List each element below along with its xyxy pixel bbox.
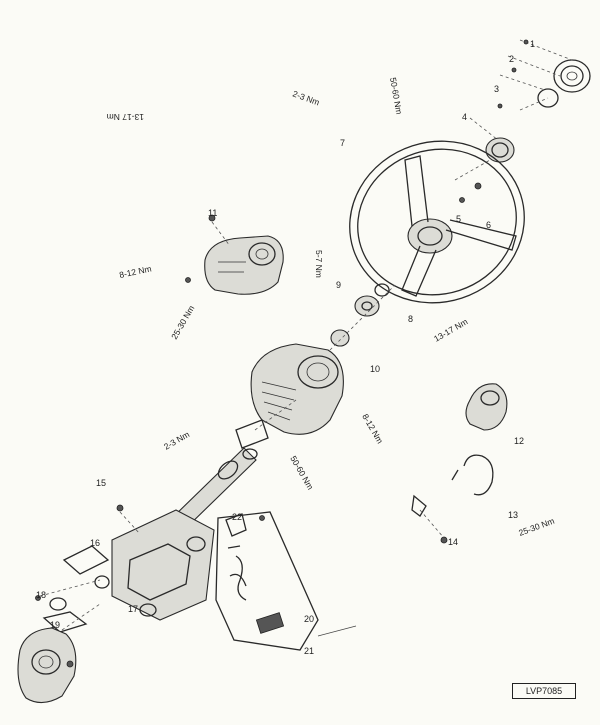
callout-21: 21 [304,646,314,656]
callout-labels: 1 2 3 4 5 6 7 8 9 10 11 12 13 14 15 16 1… [36,39,535,656]
callout-1: 1 [530,39,535,49]
steering-wheel [349,140,525,304]
callout-11: 11 [208,208,217,218]
switch-housing [185,214,284,295]
reference-note-1: 13-17 Nm [107,112,144,122]
callout-4: 4 [462,112,467,122]
wiring-harness-panel [215,511,357,651]
callout-10: 10 [370,364,380,374]
callout-15: 15 [96,478,106,488]
reference-note-4: 8-12 Nm [118,263,152,280]
column-support-bracket [111,504,247,621]
callout-16: 16 [90,538,100,548]
callout-5: 5 [456,214,461,224]
hub-nut-stack [454,117,515,203]
cap-and-clip [411,383,508,544]
reference-note-2: 2-3 Nm [291,88,321,107]
reference-note-6: 5-7 Nm [314,250,324,278]
shaft-nut-washer [329,283,396,351]
drawing-code-box: LVP7085 [512,683,576,699]
reference-note-7: 13-17 Nm [432,316,469,343]
callout-2: 2 [509,54,514,64]
reference-note-5: 25-30 Nm [169,304,196,341]
column-cover [250,343,344,435]
reference-note-11: 25-30 Nm [517,516,555,538]
steering-gearbox [17,603,101,704]
reference-note-9: 50-60 Nm [288,454,315,491]
reference-note-10: 8-12 Nm [360,412,385,445]
callout-7: 7 [340,138,345,148]
callout-19: 19 [50,620,60,630]
lower-pivot-parts [35,545,110,633]
callout-9: 9 [336,280,341,290]
callout-13: 13 [508,510,518,520]
callout-12: 12 [514,436,524,446]
callout-14: 14 [448,537,458,547]
reference-note-8: 2-3 Nm [162,429,191,452]
horn-cap-assembly [497,39,591,111]
callout-8: 8 [408,314,413,324]
callout-20: 20 [304,614,314,624]
callout-17: 17 [128,604,138,614]
callout-6: 6 [486,220,491,230]
callout-18: 18 [36,590,46,600]
drawing-code: LVP7085 [525,686,563,696]
reference-note-3: 50-60 Nm [388,77,404,115]
callout-3: 3 [494,84,499,94]
callout-22: 22 [232,512,242,522]
